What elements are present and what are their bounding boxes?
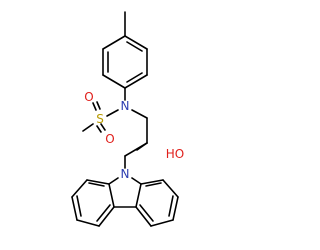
- left-ring-bond: [86, 179, 110, 185]
- pyrrole-bond: [108, 183, 115, 208]
- structure-drawing: N S O O HO N: [71, 11, 184, 227]
- ring-bond: [102, 74, 126, 89]
- ring-bond: [102, 35, 126, 50]
- left-ring-bond: [71, 179, 88, 198]
- molecule-diagram: N S O O HO N: [71, 11, 184, 227]
- pyrrole-bond: [135, 183, 142, 208]
- tolyl-ring: [102, 11, 148, 89]
- s-o-double-bond: [96, 125, 102, 133]
- ring-bond: [124, 35, 148, 50]
- left-ring-double-bond: [76, 195, 82, 217]
- left-ring-double-bond: [88, 182, 105, 187]
- n-to-ch2-bond: [131, 109, 148, 119]
- right-ring-bond: [135, 206, 152, 227]
- pyrrole-bond: [131, 177, 142, 185]
- s-o-double-bond: [96, 101, 101, 110]
- s-to-methyl-bond: [82, 123, 94, 132]
- choh-to-ch2-bond: [124, 142, 148, 157]
- pyrrole-bond: [108, 177, 119, 185]
- right-ring-bond: [150, 219, 174, 227]
- right-ring-bond: [140, 179, 164, 185]
- left-ring-bond: [98, 206, 115, 227]
- left-ring-bond: [76, 219, 100, 227]
- left-ring-double-bond: [96, 204, 111, 222]
- right-ring-double-bond: [168, 195, 174, 217]
- n-to-s-bond: [106, 109, 119, 117]
- right-ring-bond: [172, 196, 179, 221]
- sulfur-label: S: [96, 112, 104, 126]
- right-ring-bond: [162, 179, 179, 198]
- ring-double-bond: [126, 41, 143, 52]
- carbazole-core: [71, 177, 179, 227]
- ring-double-bond: [126, 72, 143, 83]
- propanol-chain: [124, 109, 148, 169]
- left-ring-bond: [71, 196, 78, 221]
- right-ring-double-bond: [139, 204, 154, 222]
- s-o-double-bond: [100, 123, 106, 131]
- right-ring-double-bond: [145, 182, 162, 187]
- sulfonamide-group: [82, 87, 126, 133]
- sulfonyl-oxygen-top-label: O: [84, 90, 93, 104]
- ring-bond: [124, 74, 148, 89]
- hydroxyl-label: HO: [166, 147, 184, 161]
- s-o-double-bond: [92, 102, 97, 111]
- sulfonamide-nitrogen-label: N: [121, 99, 130, 113]
- carbazole-nitrogen-label: N: [121, 167, 130, 181]
- sulfonyl-oxygen-bottom-label: O: [105, 132, 114, 146]
